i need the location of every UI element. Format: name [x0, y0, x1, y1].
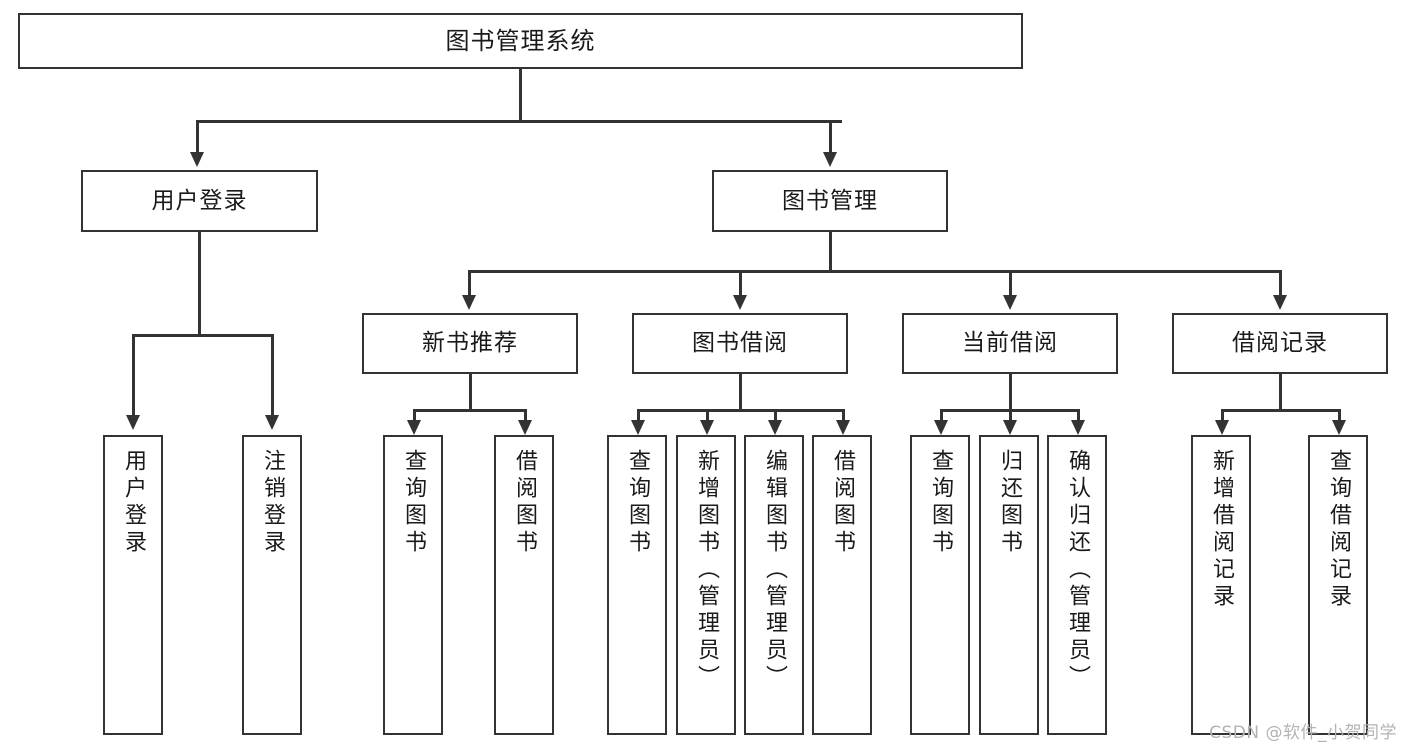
node-user-login[interactable]: 用户登录 — [81, 170, 318, 232]
leaf-label: 注销登录 — [260, 449, 285, 557]
leaf-label: 用户登录 — [121, 449, 146, 557]
connector-bm-to-current-borrow — [1009, 270, 1012, 297]
arrow-cb-leaf-1-icon — [934, 420, 948, 435]
arrow-user-login-leaf-2-icon — [265, 415, 279, 430]
connector-bb-leaf-3 — [774, 409, 777, 423]
leaf-query-book-borrow[interactable]: 查询图书 — [607, 435, 667, 735]
arrow-nbr-leaf-2-icon — [518, 420, 532, 435]
leaf-label: 新增图书（管理员） — [694, 449, 719, 692]
leaf-add-borrow-record[interactable]: 新增借阅记录 — [1191, 435, 1251, 735]
leaf-user-logout[interactable]: 注销登录 — [242, 435, 302, 735]
arrow-bm-borrow-record-icon — [1273, 295, 1287, 310]
connector-borrow-record-bus — [1222, 409, 1340, 412]
connector-bm-to-new-book-recommend — [468, 270, 471, 297]
leaf-query-borrow-record[interactable]: 查询借阅记录 — [1308, 435, 1368, 735]
node-book-management[interactable]: 图书管理 — [712, 170, 948, 232]
connector-bb-leaf-2 — [706, 409, 709, 423]
leaf-add-book[interactable]: 新增图书（管理员） — [676, 435, 736, 735]
leaf-label: 查询图书 — [401, 449, 426, 557]
arrow-user-login-leaf-1-icon — [126, 415, 140, 430]
connector-cb-leaf-1 — [940, 409, 943, 423]
node-current-borrow[interactable]: 当前借阅 — [902, 313, 1118, 374]
node-label: 图书管理 — [782, 187, 878, 214]
node-book-borrow[interactable]: 图书借阅 — [632, 313, 848, 374]
connector-nbr-leaf-2 — [524, 409, 527, 423]
connector-br-leaf-2 — [1338, 409, 1341, 423]
node-label: 借阅记录 — [1232, 330, 1328, 357]
connector-book-borrow-bus — [638, 409, 844, 412]
connector-bm-to-book-borrow — [739, 270, 742, 297]
leaf-query-book-current[interactable]: 查询图书 — [910, 435, 970, 735]
leaf-label: 借阅图书 — [830, 449, 855, 557]
leaf-label: 新增借阅记录 — [1209, 449, 1234, 611]
arrow-bb-leaf-4-icon — [836, 420, 850, 435]
connector-new-book-recommend-bus — [414, 409, 526, 412]
connector-root-stem — [519, 69, 522, 121]
connector-user-login-to-leaf-2 — [271, 334, 274, 417]
node-label: 当前借阅 — [962, 330, 1058, 357]
node-label: 图书管理系统 — [445, 27, 596, 55]
connector-root-to-user-login — [196, 120, 199, 154]
connector-book-management-bus — [469, 270, 1281, 273]
node-borrow-record[interactable]: 借阅记录 — [1172, 313, 1388, 374]
arrow-bm-current-borrow-icon — [1003, 295, 1017, 310]
leaf-label: 确认归还（管理员） — [1065, 449, 1090, 692]
connector-br-leaf-1 — [1221, 409, 1224, 423]
arrow-nbr-leaf-1-icon — [407, 420, 421, 435]
leaf-query-book-recommend[interactable]: 查询图书 — [383, 435, 443, 735]
arrow-bm-book-borrow-icon — [733, 295, 747, 310]
watermark: CSDN @软件_小贺同学 — [1209, 723, 1397, 743]
node-label: 用户登录 — [151, 187, 248, 214]
connector-borrow-record-stem — [1279, 374, 1282, 411]
node-label: 新书推荐 — [422, 330, 518, 357]
connector-user-login-stem — [198, 232, 201, 336]
connector-book-management-stem — [829, 232, 832, 272]
leaf-label: 查询图书 — [625, 449, 650, 557]
connector-new-book-recommend-stem — [469, 374, 472, 411]
connector-root-bus — [197, 120, 842, 123]
connector-user-login-to-leaf-1 — [132, 334, 135, 417]
arrow-bm-new-book-recommend-icon — [462, 295, 476, 310]
connector-book-borrow-stem — [739, 374, 742, 411]
connector-nbr-leaf-1 — [413, 409, 416, 423]
arrow-root-to-user-login-icon — [190, 152, 204, 167]
connector-root-to-book-management — [829, 120, 832, 154]
leaf-return-book[interactable]: 归还图书 — [979, 435, 1039, 735]
connector-cb-leaf-3 — [1077, 409, 1080, 423]
arrow-br-leaf-2-icon — [1332, 420, 1346, 435]
leaf-borrow-book-recommend[interactable]: 借阅图书 — [494, 435, 554, 735]
connector-cb-leaf-2 — [1009, 409, 1012, 423]
node-book-management-system[interactable]: 图书管理系统 — [18, 13, 1023, 69]
leaf-label: 编辑图书（管理员） — [762, 449, 787, 692]
leaf-edit-book[interactable]: 编辑图书（管理员） — [744, 435, 804, 735]
arrow-root-to-book-management-icon — [823, 152, 837, 167]
connector-user-login-bus — [133, 334, 273, 337]
leaf-label: 归还图书 — [997, 449, 1022, 557]
leaf-label: 查询图书 — [928, 449, 953, 557]
leaf-user-login[interactable]: 用户登录 — [103, 435, 163, 735]
arrow-bb-leaf-1-icon — [631, 420, 645, 435]
arrow-cb-leaf-2-icon — [1003, 420, 1017, 435]
connector-bm-to-borrow-record — [1279, 270, 1282, 297]
arrow-cb-leaf-3-icon — [1071, 420, 1085, 435]
leaf-label: 借阅图书 — [512, 449, 537, 557]
leaf-label: 查询借阅记录 — [1326, 449, 1351, 611]
node-label: 图书借阅 — [692, 330, 788, 357]
arrow-bb-leaf-2-icon — [700, 420, 714, 435]
connector-bb-leaf-4 — [842, 409, 845, 423]
arrow-br-leaf-1-icon — [1215, 420, 1229, 435]
leaf-borrow-book[interactable]: 借阅图书 — [812, 435, 872, 735]
connector-bb-leaf-1 — [637, 409, 640, 423]
leaf-confirm-return[interactable]: 确认归还（管理员） — [1047, 435, 1107, 735]
connector-current-borrow-stem — [1009, 374, 1012, 411]
arrow-bb-leaf-3-icon — [768, 420, 782, 435]
node-new-book-recommend[interactable]: 新书推荐 — [362, 313, 578, 374]
